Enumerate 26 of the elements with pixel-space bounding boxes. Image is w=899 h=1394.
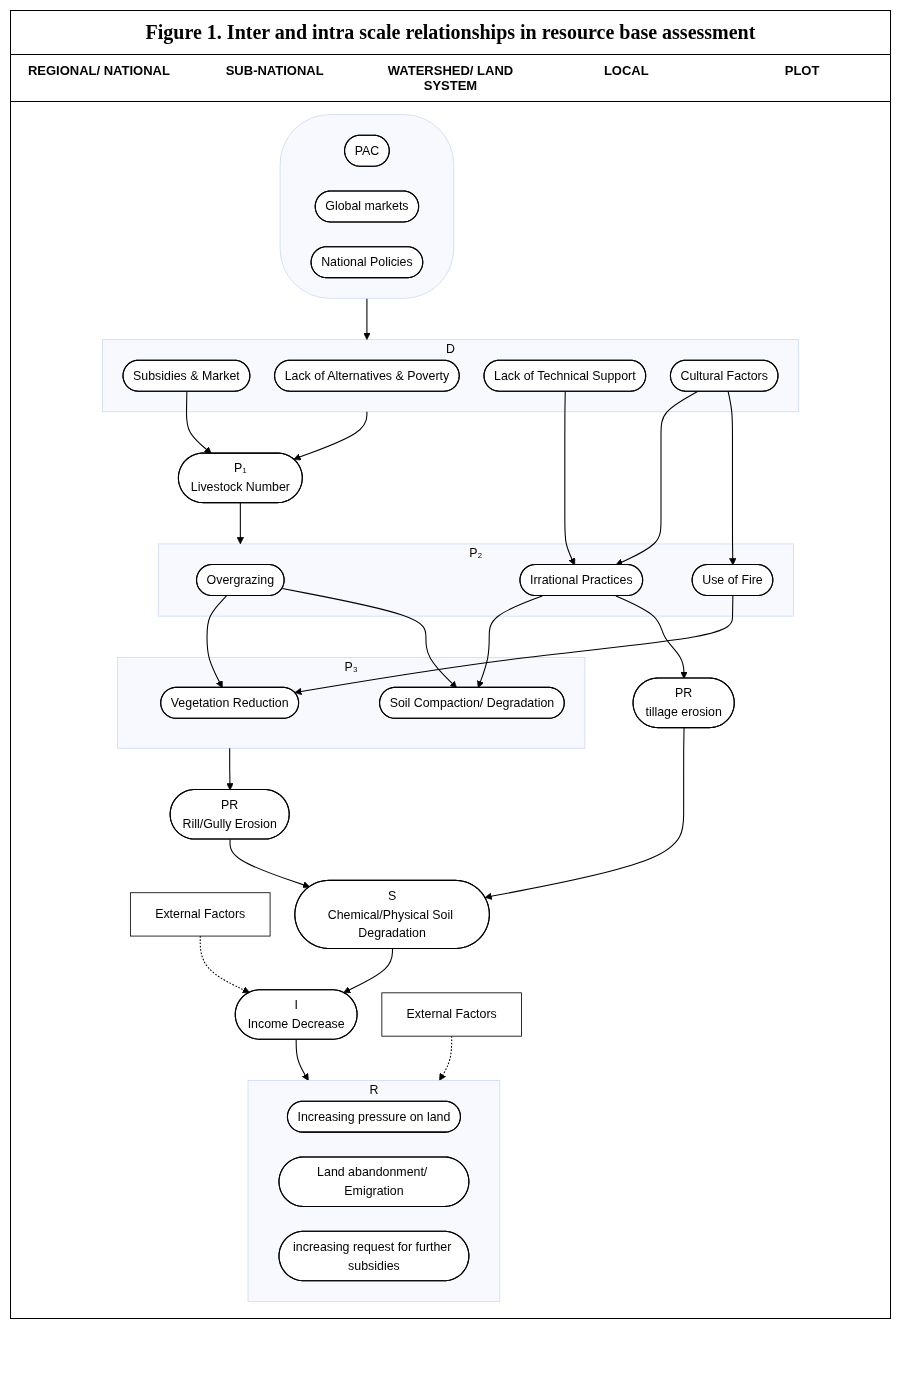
- arrow: [226, 747, 234, 791]
- arrow: [477, 595, 543, 689]
- scale-heading: PLOT: [783, 62, 821, 80]
- scale-heading: SUB-NATIONAL: [224, 62, 325, 80]
- node-box: External Factors: [381, 992, 522, 1037]
- arrow: [615, 595, 688, 679]
- arrow: [229, 838, 311, 889]
- node-box: External Factors: [129, 892, 271, 937]
- figure-title: Figure 1. Inter and intra scale relationships in resource base assessment: [144, 21, 757, 44]
- arrow: [363, 297, 371, 340]
- arrow: [206, 595, 227, 689]
- arrow: [281, 588, 457, 689]
- arrow: [236, 502, 244, 545]
- arrow: [293, 411, 368, 461]
- arrow: [484, 727, 685, 900]
- scale-heading: WATERSHED/ LAND SYSTEM: [386, 62, 515, 95]
- scale-heading: REGIONAL/ NATIONAL: [26, 62, 171, 80]
- scale-heading: LOCAL: [602, 62, 650, 80]
- arrow: [727, 391, 737, 566]
- arrow: [615, 391, 699, 566]
- arrow: [343, 948, 394, 994]
- arrow: [295, 1038, 309, 1081]
- arrow: [294, 595, 734, 696]
- arrow: [564, 391, 576, 566]
- arrow: [185, 391, 212, 454]
- cluster: [279, 114, 455, 299]
